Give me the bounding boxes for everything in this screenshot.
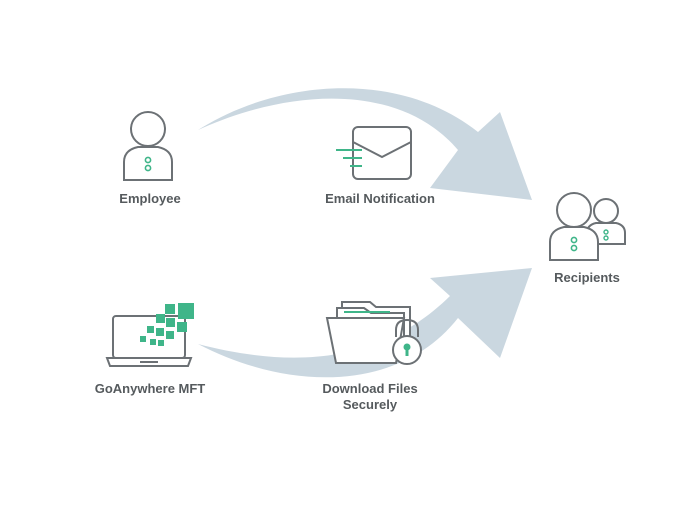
recipients-people-icon bbox=[549, 192, 626, 261]
recipients-label: Recipients bbox=[554, 270, 620, 285]
folder-lock-icon bbox=[325, 301, 422, 365]
download-label-line2: Securely bbox=[342, 397, 398, 412]
laptop-icon bbox=[105, 303, 194, 367]
employee-person-icon bbox=[123, 111, 173, 181]
top-arrow bbox=[198, 88, 532, 200]
download-label: Download Files Securely bbox=[310, 381, 430, 413]
employee-label: Employee bbox=[119, 191, 181, 206]
download-label-line1: Download Files bbox=[322, 381, 418, 396]
envelope-icon bbox=[336, 126, 412, 180]
email-notification-label: Email Notification bbox=[325, 191, 435, 206]
goanywhere-label: GoAnywhere MFT bbox=[94, 381, 206, 396]
